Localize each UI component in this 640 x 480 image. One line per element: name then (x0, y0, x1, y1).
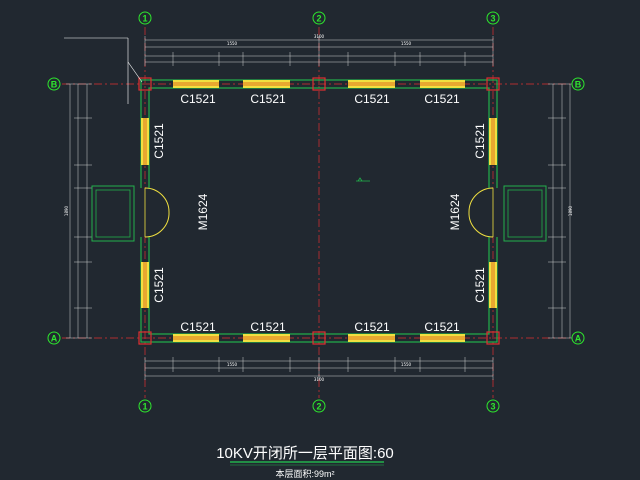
svg-text:2: 2 (316, 402, 321, 412)
axis-grid-lines (62, 27, 570, 398)
window-bottom-1 (173, 334, 219, 342)
label-window-bottom-4: C1521 (424, 320, 460, 334)
dim-half-left-bottom: 1550 (227, 362, 238, 367)
dim-total-left: 1890 (64, 205, 69, 216)
svg-text:A: A (575, 334, 582, 344)
window-left-1 (141, 118, 149, 165)
drawing-title: 10KV开闭所一层平面图:60 本层面积:99m² (216, 445, 394, 479)
label-window-left-2: C1521 (152, 267, 166, 303)
label-window-right-2: C1521 (473, 267, 487, 303)
label-window-top-3: C1521 (354, 92, 390, 106)
axis-bubble-right-b: B (571, 77, 585, 91)
svg-text:A: A (51, 334, 58, 344)
label-window-top-4: C1521 (424, 92, 460, 106)
window-right-2 (489, 262, 497, 308)
dim-half-right-bottom: 1550 (401, 362, 412, 367)
axis-bubble-top-1: 1 (138, 11, 152, 25)
svg-text:3: 3 (490, 402, 495, 412)
window-right-1 (489, 118, 497, 165)
bottom-dimensions (144, 357, 494, 380)
dim-half-left-top: 1550 (227, 41, 238, 46)
window-top-2 (243, 80, 290, 88)
window-top-3 (348, 80, 395, 88)
label-window-bottom-3: C1521 (354, 320, 390, 334)
window-bottom-2 (243, 334, 290, 342)
leader-line-top-left (64, 37, 143, 104)
title-main: 10KV开闭所一层平面图:60 (216, 445, 394, 462)
window-top-1 (173, 80, 219, 88)
label-window-top-1: C1521 (180, 92, 216, 106)
svg-text:B: B (575, 80, 582, 90)
label-window-bottom-2: C1521 (250, 320, 286, 334)
svg-text:1: 1 (142, 14, 147, 24)
dim-total-top: 3100 (314, 34, 325, 39)
top-windows (173, 80, 465, 88)
svg-text:3: 3 (490, 14, 495, 24)
svg-text:2: 2 (316, 14, 321, 24)
axis-bubble-top-3: 3 (486, 11, 500, 25)
bottom-windows (173, 334, 465, 342)
dim-total-bottom: 3100 (314, 377, 325, 382)
window-bottom-3 (348, 334, 395, 342)
columns (138, 77, 500, 345)
axis-bubble-bottom-3: 3 (486, 399, 500, 413)
svg-text:B: B (51, 80, 58, 90)
axis-bubble-bottom-2: 2 (312, 399, 326, 413)
axis-bubble-left-a: A (47, 331, 61, 345)
axis-bubble-top-2: 2 (312, 11, 326, 25)
dim-total-right: 1890 (568, 205, 573, 216)
axis-bubble-right-a: A (571, 331, 585, 345)
dim-half-right-top: 1550 (401, 41, 412, 46)
label-door-right: M1624 (448, 193, 462, 230)
svg-text:1: 1 (142, 402, 147, 412)
axis-bubble-bottom-1: 1 (138, 399, 152, 413)
door-labels: M1624 M1624 (196, 193, 462, 230)
top-dimensions (144, 36, 494, 66)
elevation-mark (356, 177, 370, 182)
dimension-text: 3100 1550 1550 3100 1550 1550 1890 1890 (64, 34, 573, 382)
window-left-2 (141, 262, 149, 308)
window-top-4 (420, 80, 465, 88)
label-window-bottom-1: C1521 (180, 320, 216, 334)
window-labels: C1521 C1521 C1521 C1521 C1521 C1521 C152… (152, 92, 487, 334)
title-sub: 本层面积:99m² (275, 468, 334, 479)
axis-bubbles: 1 2 3 1 2 3 B B A A (47, 11, 585, 413)
side-dimensions (66, 83, 574, 339)
label-window-left-1: C1521 (152, 123, 166, 159)
side-windows (141, 118, 497, 308)
label-door-left: M1624 (196, 193, 210, 230)
door-left (91, 185, 170, 242)
label-window-top-2: C1521 (250, 92, 286, 106)
axis-bubble-left-b: B (47, 77, 61, 91)
label-window-right-1: C1521 (473, 123, 487, 159)
window-bottom-4 (420, 334, 465, 342)
door-right (468, 185, 547, 242)
